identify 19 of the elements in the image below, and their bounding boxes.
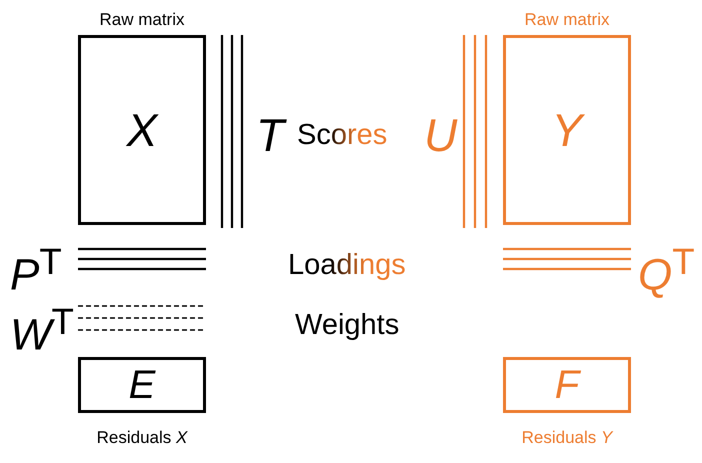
matrix-box bbox=[503, 35, 631, 225]
matrix-caption: Residuals X bbox=[96, 429, 189, 446]
weights-label: Weights bbox=[295, 311, 400, 340]
loadings-symbol: P$^{T}$ bbox=[10, 244, 62, 298]
matrix-box bbox=[78, 35, 206, 225]
matrix-caption: Raw matrix bbox=[523, 11, 610, 28]
weights-symbol: W$^{T}$ bbox=[10, 304, 74, 358]
matrix-box bbox=[503, 357, 631, 413]
matrix-caption: Residuals Y bbox=[520, 429, 614, 446]
loadings-label: Loadings bbox=[288, 251, 406, 280]
matrix-symbol: Y bbox=[506, 107, 628, 153]
matrix-symbol: X bbox=[125, 107, 160, 153]
scores-symbol: U bbox=[424, 112, 458, 158]
loadings-symbol: Q$^{T}$ bbox=[638, 244, 695, 298]
matrix-symbol: E bbox=[128, 365, 157, 405]
matrix-caption: Raw matrix bbox=[98, 11, 186, 28]
matrix-symbol: F bbox=[554, 365, 582, 405]
matrix-box bbox=[78, 357, 206, 413]
scores-symbol: T bbox=[256, 112, 284, 158]
